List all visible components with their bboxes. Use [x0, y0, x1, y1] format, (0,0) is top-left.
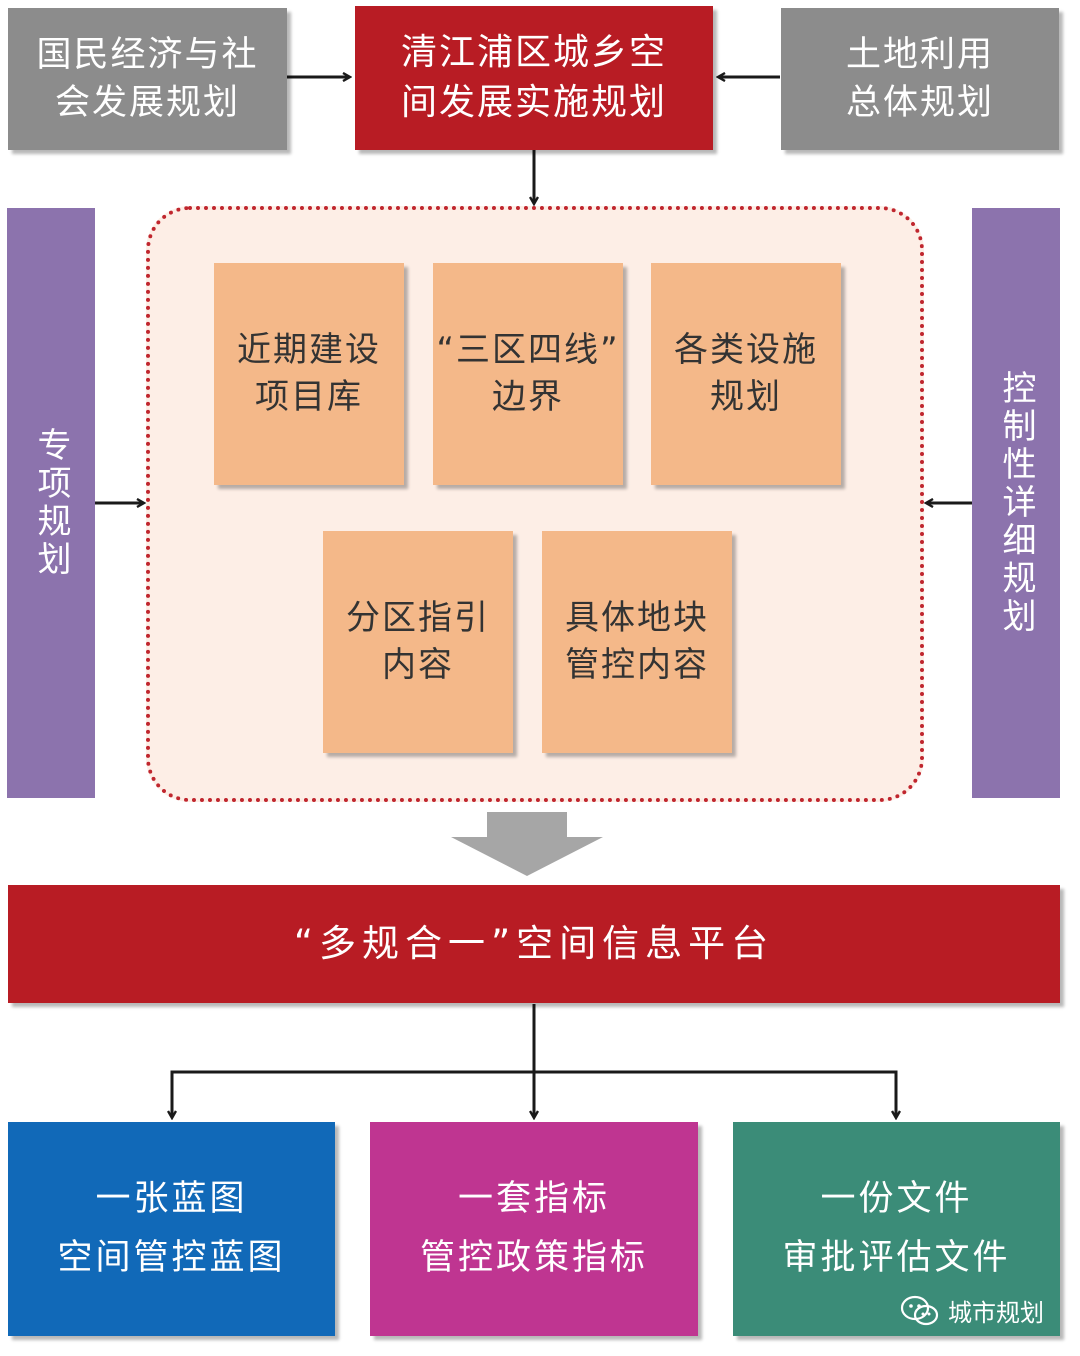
- multi-plan-platform-bar: “多规合一”空间信息平台: [8, 885, 1060, 1003]
- spatial-plan-line2: 间发展实施规划: [400, 82, 667, 123]
- module-near-term-projects-line1: 近期建设: [237, 330, 381, 371]
- output-blueprint-line2: 空间管控蓝图: [57, 1238, 286, 1278]
- output-indicators-line2: 管控政策指标: [419, 1238, 648, 1278]
- module-zoning-guidance: 分区指引 内容: [323, 531, 513, 753]
- special-plan-label: 专项规划: [31, 427, 71, 579]
- regulatory-plan-label: 控制性详细规划: [996, 370, 1036, 636]
- module-plot-control: 具体地块 管控内容: [542, 531, 732, 753]
- output-document-line2: 审批评估文件: [782, 1238, 1011, 1278]
- module-facilities-plan: 各类设施 规划: [651, 263, 841, 485]
- module-facilities-plan-line2: 规划: [710, 377, 782, 417]
- watermark: 城市规划: [900, 1293, 1044, 1328]
- multi-plan-platform-label: “多规合一”空间信息平台: [293, 922, 775, 966]
- regulatory-plan-bar: 控制性详细规划: [972, 208, 1060, 798]
- economic-social-plan-line1: 国民经济与社: [36, 34, 259, 75]
- connector-branch: [170, 1070, 898, 1118]
- economic-social-plan-box: 国民经济与社 会发展规划: [8, 8, 287, 150]
- land-use-plan-line2: 总体规划: [845, 83, 994, 123]
- output-document: 一份文件 审批评估文件: [733, 1122, 1060, 1336]
- module-plot-control-line2: 管控内容: [565, 645, 709, 685]
- spatial-plan-box: 清江浦区城乡空 间发展实施规划: [355, 6, 713, 150]
- module-three-zones-four-lines-line1: “三区四线”: [436, 330, 620, 371]
- land-use-plan-box: 土地利用 总体规划: [781, 8, 1059, 150]
- output-blueprint-line1: 一张蓝图: [95, 1178, 248, 1219]
- output-blueprint: 一张蓝图 空间管控蓝图: [8, 1122, 335, 1336]
- module-three-zones-four-lines: “三区四线” 边界: [433, 263, 623, 485]
- big-down-arrow: [451, 812, 603, 876]
- output-indicators: 一套指标 管控政策指标: [370, 1122, 698, 1336]
- module-three-zones-four-lines-line2: 边界: [492, 377, 564, 417]
- module-zoning-guidance-line2: 内容: [382, 645, 454, 685]
- watermark-text: 城市规划: [948, 1299, 1044, 1327]
- module-plot-control-line1: 具体地块: [565, 598, 709, 639]
- module-facilities-plan-line1: 各类设施: [674, 330, 818, 371]
- land-use-plan-line1: 土地利用: [845, 34, 994, 75]
- output-document-line1: 一份文件: [820, 1178, 973, 1219]
- module-near-term-projects-line2: 项目库: [255, 377, 363, 417]
- module-near-term-projects: 近期建设 项目库: [214, 263, 404, 485]
- spatial-plan-line1: 清江浦区城乡空: [400, 32, 667, 74]
- output-indicators-line1: 一套指标: [457, 1178, 610, 1219]
- economic-social-plan-line2: 会发展规划: [54, 83, 240, 123]
- special-plan-bar: 专项规划: [7, 208, 95, 798]
- wechat-icon: [900, 1295, 939, 1325]
- module-zoning-guidance-line1: 分区指引: [346, 598, 490, 639]
